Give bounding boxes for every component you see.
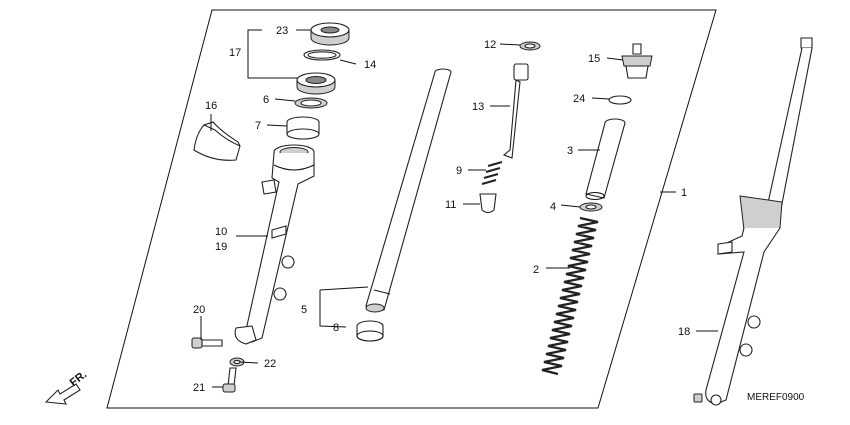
callout-2: 2 (533, 264, 539, 276)
callout-12: 12 (484, 39, 496, 51)
diagram-code: MEREF0900 (747, 392, 805, 403)
leader-lines (200, 29, 718, 388)
part-o-ring-24 (608, 95, 632, 105)
callout-24: 24 (573, 93, 585, 105)
callout-15: 15 (588, 53, 600, 65)
callout-4: 4 (550, 201, 556, 213)
callout-16: 16 (205, 100, 217, 112)
callout-23: 23 (276, 25, 288, 37)
front-direction-arrow-icon (44, 383, 81, 405)
part-spacer-3 (585, 118, 626, 200)
part-dust-seal-17 (296, 72, 336, 95)
callout-9: 9 (456, 165, 462, 177)
callout-21: 21 (193, 382, 205, 394)
callout-11: 11 (445, 199, 456, 211)
callout-18: 18 (678, 326, 690, 338)
part-stopper-ring-14 (303, 49, 341, 61)
part-bolt-21 (222, 367, 237, 393)
part-fork-assembly-18 (693, 37, 813, 406)
part-fork-spring-2 (541, 216, 599, 376)
callout-19: 19 (215, 241, 227, 253)
part-slide-bushing-8 (356, 320, 384, 342)
callout-8: 8 (333, 322, 339, 334)
part-piston-ring-12 (519, 41, 541, 51)
part-backup-ring-6 (294, 97, 328, 109)
callout-10: 10 (215, 226, 227, 238)
callout-5: 5 (301, 304, 307, 316)
callout-17: 17 (229, 47, 241, 59)
part-oil-lock-piece-11 (479, 193, 497, 214)
part-spring-seat-4 (579, 202, 603, 212)
callout-13: 13 (472, 101, 484, 113)
part-fork-piston-13 (502, 63, 529, 159)
callout-labels: 1 2 3 4 5 6 7 8 9 10 11 12 13 14 15 16 1… (193, 25, 690, 394)
part-fork-tube-5 (365, 68, 452, 313)
part-cover-16 (193, 121, 241, 161)
callout-3: 3 (567, 145, 573, 157)
callout-6: 6 (263, 94, 269, 106)
part-guide-bushing-7 (286, 116, 320, 140)
part-rebound-spring-9 (481, 160, 503, 186)
part-bolt-20 (191, 337, 223, 349)
part-fork-slider-10-19 (234, 144, 315, 345)
diagram-frame (106, 9, 717, 409)
callout-7: 7 (255, 120, 261, 132)
direction-label: FR. (68, 369, 89, 389)
callout-20: 20 (193, 304, 205, 316)
callout-14: 14 (364, 59, 376, 71)
callout-1: 1 (681, 187, 687, 199)
callout-22: 22 (264, 358, 276, 370)
part-fork-bolt-15 (621, 43, 653, 79)
part-oil-seal-23 (310, 22, 350, 46)
